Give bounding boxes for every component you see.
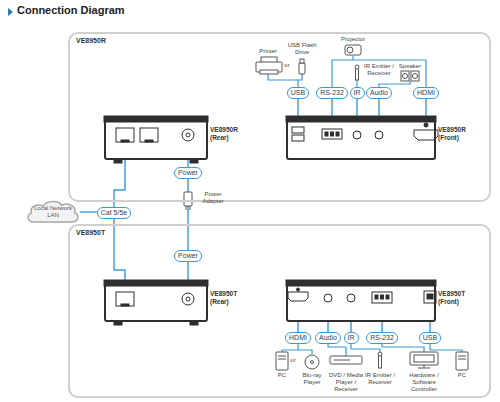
connector [114,219,125,280]
port-pill: HDMI [413,87,439,99]
port-label: Audio [319,334,337,342]
panel-title: VE8950T [76,229,105,236]
peripheral-label: Hardware / Software Controller [402,372,446,393]
peripheral-icons [184,45,468,370]
connector [188,179,189,250]
port-label: HDMI [417,89,435,97]
port-pill: Audio [366,87,392,99]
device-label: VE8950R (Rear) [210,126,256,142]
connector [328,322,329,332]
device-label: VE8950R (Front) [438,126,484,142]
port-pill: RS-232 [316,87,348,99]
connector [351,322,352,332]
peripheral-label: Speaker [397,63,423,70]
device-label: VE8950T (Rear) [210,290,256,306]
peripheral-label: IR Emitter / Receiver [365,372,395,386]
connector [188,262,189,280]
port-pill: RS-232 [366,332,398,344]
device-label: VE8950T (Front) [438,290,484,306]
device-box: VE8950T (Front) [286,280,436,322]
peripheral-label: IR Emitter / Receiver [363,63,395,77]
network-cloud: Local Network LAN [26,199,80,225]
connector [332,99,333,116]
connector [188,160,189,167]
connector [298,322,299,332]
peripheral-label: Power Adapter [196,191,230,205]
peripheral-label: or [282,62,292,69]
peripheral-label: Blu-ray Player [297,372,327,386]
connector [80,212,97,213]
port-pill: HDMI [285,332,311,344]
port-pill: Power [174,250,202,262]
port-label: USB [291,89,305,97]
title-marker [8,8,13,16]
connector [430,322,431,332]
connector [114,160,125,207]
port-label: Power [178,169,198,177]
device-box: VE8950T (Rear) [104,280,208,322]
connector [426,99,427,116]
peripheral-label: USB Flash Drive [286,42,318,56]
port-label: USB [423,334,437,342]
port-pill: USB [419,332,441,344]
port-pill: IR [350,87,365,99]
unit-panel: VE8950R VE8950R (Rear) VE8950R (Front) USB R… [68,32,491,202]
diagram-title: Connection Diagram [17,4,125,16]
panel-title: VE8950R [76,37,106,44]
port-label: IR [348,334,355,342]
peripheral-label: Printer [254,48,282,55]
port-label: HDMI [289,334,307,342]
peripheral-label: PC [452,372,472,379]
port-label: Audio [370,89,388,97]
device-box: VE8950R (Rear) [104,116,208,160]
device-box: VE8950R (Front) [286,116,436,160]
connector [298,99,299,116]
connector [382,322,383,332]
peripheral-label: Projector [333,36,373,43]
port-pill: Audio [315,332,341,344]
connector [357,99,358,116]
leader-lines [268,56,462,356]
unit-panel: VE8950T PowerVE8950T (Rear) VE8950T (Front… [68,224,491,398]
port-pill: USB [287,87,309,99]
peripheral-label: PC [272,372,292,379]
port-label: Power [178,252,198,260]
port-label: RS-232 [320,89,344,97]
peripheral-label: or [288,357,298,364]
connector [379,99,380,116]
port-pill: Cat 5/5e [97,207,131,219]
port-label: RS-232 [370,334,394,342]
peripheral-label: DVD / Media Player / Receiver [328,372,364,393]
port-label: IR [354,89,361,97]
device-ports [104,116,438,325]
port-pill: Power [174,167,202,179]
port-label: Cat 5/5e [101,209,127,217]
port-pill: IR [344,332,359,344]
cloud-label: Local Network LAN [30,205,76,219]
